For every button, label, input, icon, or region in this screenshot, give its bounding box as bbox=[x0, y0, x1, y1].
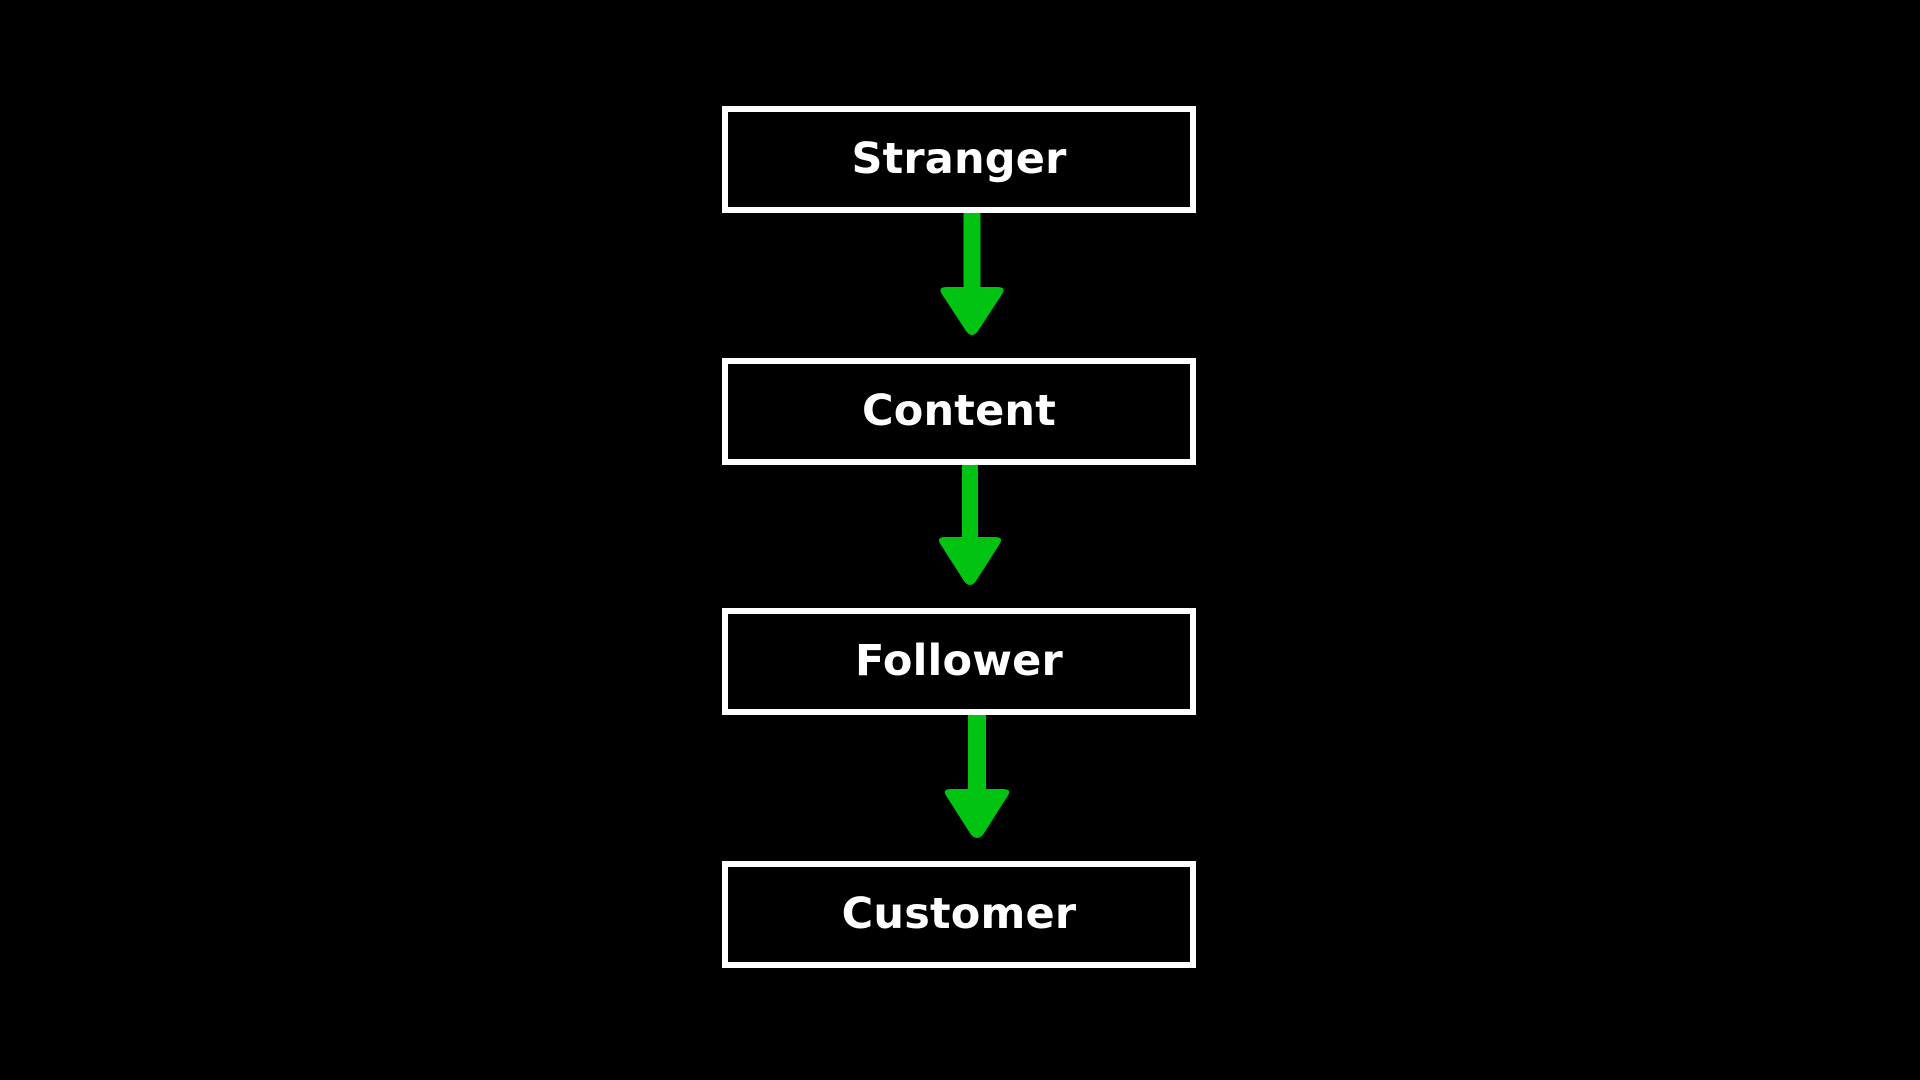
node-label-customer: Customer bbox=[841, 889, 1077, 939]
flow-column: Stranger Content Follower bbox=[722, 106, 1196, 968]
node-label-content: Content bbox=[862, 386, 1056, 436]
node-box-content[interactable]: Content bbox=[722, 358, 1196, 465]
arrow-down-icon bbox=[944, 715, 1010, 838]
node-label-stranger: Stranger bbox=[851, 134, 1067, 184]
connector-follower-to-customer bbox=[722, 715, 1196, 861]
node-box-stranger[interactable]: Stranger bbox=[722, 106, 1196, 213]
node-box-customer[interactable]: Customer bbox=[722, 861, 1196, 968]
connector-content-to-follower bbox=[722, 465, 1196, 608]
connector-stranger-to-content bbox=[722, 213, 1196, 358]
node-box-follower[interactable]: Follower bbox=[722, 608, 1196, 715]
arrow-down-icon bbox=[940, 213, 1004, 335]
node-label-follower: Follower bbox=[855, 636, 1063, 686]
arrow-down-icon bbox=[938, 465, 1002, 585]
